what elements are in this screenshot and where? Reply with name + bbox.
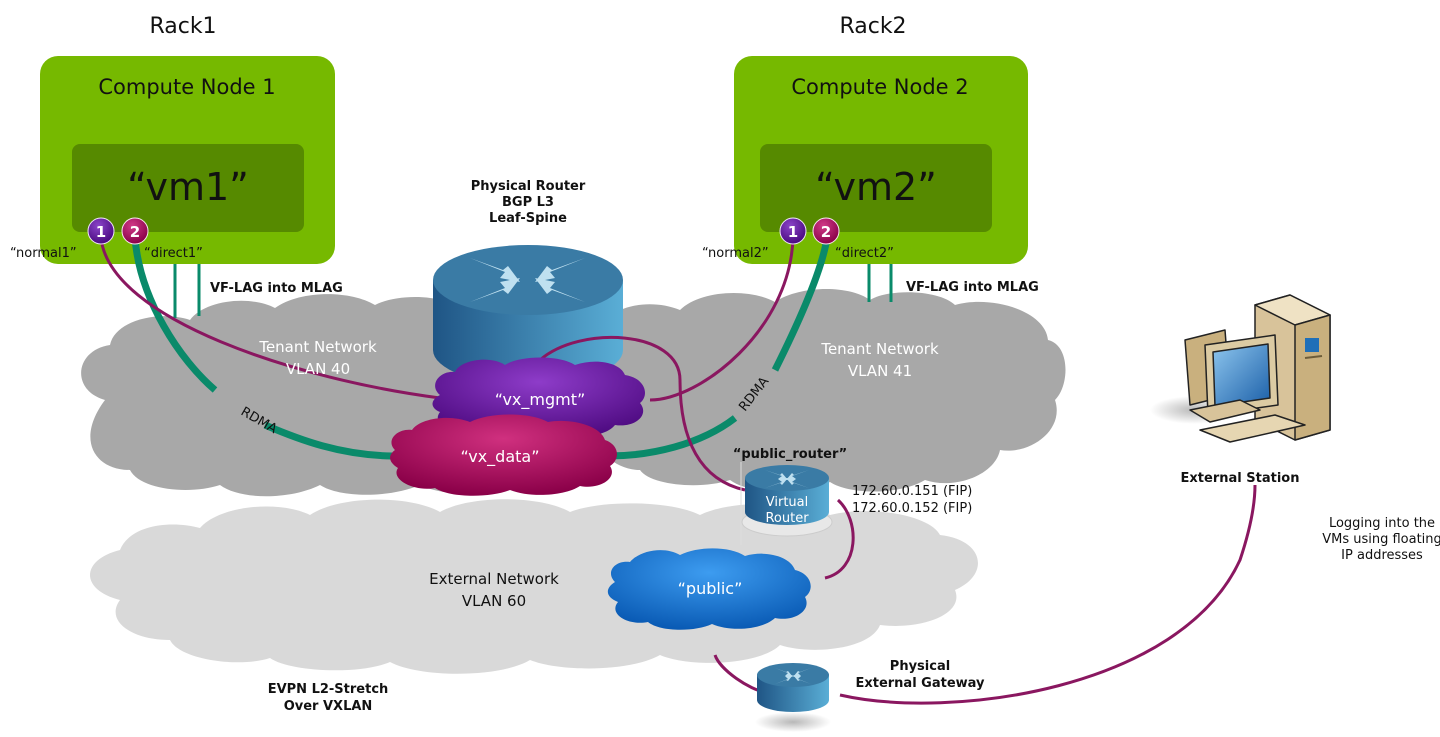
normal2-label: “normal2”: [702, 246, 769, 261]
tenant-network-40-label: Tenant Network VLAN 40: [258, 338, 377, 378]
label-line: Logging into the: [1329, 516, 1435, 531]
vm1-label: “vm1”: [127, 165, 249, 209]
label-line: Over VXLAN: [284, 699, 373, 714]
port-direct1[interactable]: 2: [121, 217, 149, 245]
external-network-cloud: [90, 499, 978, 674]
port-normal2[interactable]: 1: [779, 217, 807, 245]
external-network-label: External Network VLAN 60: [429, 570, 559, 610]
physical-router-label: Physical Router BGP L3 Leaf-Spine: [471, 179, 586, 226]
vx-data-cloud[interactable]: [390, 414, 617, 496]
port-num: 2: [130, 223, 140, 241]
tenant-network-cloud-right: [595, 288, 1066, 492]
login-note: Logging into the VMs using floating IP a…: [1322, 516, 1440, 563]
vf-lag-label-1: VF-LAG into MLAG: [210, 281, 343, 296]
fip-address: 172.60.0.152 (FIP): [852, 501, 972, 516]
label-line: External Network: [429, 570, 559, 588]
virtual-router-icon[interactable]: [741, 465, 833, 537]
label-line: VLAN 40: [286, 360, 350, 378]
mgmt-links[interactable]: [99, 237, 1257, 705]
normal1-link: [99, 237, 441, 400]
label-line: EVPN L2-Stretch: [268, 682, 389, 697]
label-line: Physical Router: [471, 179, 586, 194]
vf-lag-links: [173, 264, 893, 318]
physical-router-icon: [433, 245, 623, 385]
vm1-box[interactable]: [72, 144, 304, 232]
public-label: “public”: [678, 579, 743, 598]
compute-node-2-title: Compute Node 2: [791, 75, 968, 99]
label-line: BGP L3: [502, 195, 554, 210]
external-station-label: External Station: [1181, 471, 1300, 486]
vx-mgmt-label: “vx_mgmt”: [495, 390, 586, 410]
label-line: Physical: [890, 659, 950, 674]
vm2-box[interactable]: [760, 144, 992, 232]
label-line: External Gateway: [855, 676, 985, 691]
physical-external-gateway-icon: [755, 663, 831, 732]
normal1-label: “normal1”: [10, 246, 77, 261]
gateway-label: Physical External Gateway: [855, 659, 985, 691]
port-num: 2: [821, 223, 831, 241]
fip-list: 172.60.0.151 (FIP) 172.60.0.152 (FIP): [852, 484, 972, 516]
label-line: Leaf-Spine: [489, 211, 567, 226]
port-num: 1: [788, 223, 798, 241]
rack1-label: Rack1: [149, 14, 216, 39]
router-to-public-link: [824, 498, 855, 580]
rdma-link-right[interactable]: [607, 237, 831, 460]
direct2-label: “direct2”: [835, 246, 894, 261]
port-direct2[interactable]: 2: [812, 217, 840, 245]
tenant-network-41-label: Tenant Network VLAN 41: [820, 340, 939, 380]
mgmt-to-router-link: [539, 336, 746, 492]
fip-address: 172.60.0.151 (FIP): [852, 484, 972, 499]
public-router-name: “public_router”: [733, 447, 847, 462]
label-line: Tenant Network: [258, 338, 377, 356]
vm2-label: “vm2”: [815, 165, 937, 209]
compute-node-1-title: Compute Node 1: [98, 75, 275, 99]
vf-lag-label-2: VF-LAG into MLAG: [906, 280, 1039, 295]
rack2-label: Rack2: [839, 14, 906, 39]
label-line: Router: [765, 511, 809, 526]
public-cloud[interactable]: [607, 548, 811, 630]
evpn-label: EVPN L2-Stretch Over VXLAN: [268, 682, 389, 714]
label-line: Tenant Network: [820, 340, 939, 358]
label-line: VLAN 41: [848, 362, 912, 380]
external-station-computer-icon[interactable]: [1150, 294, 1331, 443]
label-line: VLAN 60: [462, 592, 526, 610]
normal2-link: [649, 237, 795, 402]
label-line: IP addresses: [1341, 548, 1423, 563]
port-normal1[interactable]: 1: [87, 217, 115, 245]
port-num: 1: [96, 223, 106, 241]
direct1-label: “direct1”: [144, 246, 203, 261]
label-line: VMs using floating: [1322, 532, 1440, 547]
virtual-router-label: Virtual Router: [765, 495, 809, 526]
label-line: Virtual: [766, 495, 808, 510]
gateway-to-station-link: [839, 484, 1257, 705]
rdma-link-left[interactable]: [131, 237, 393, 460]
vx-data-label: “vx_data”: [461, 447, 540, 467]
